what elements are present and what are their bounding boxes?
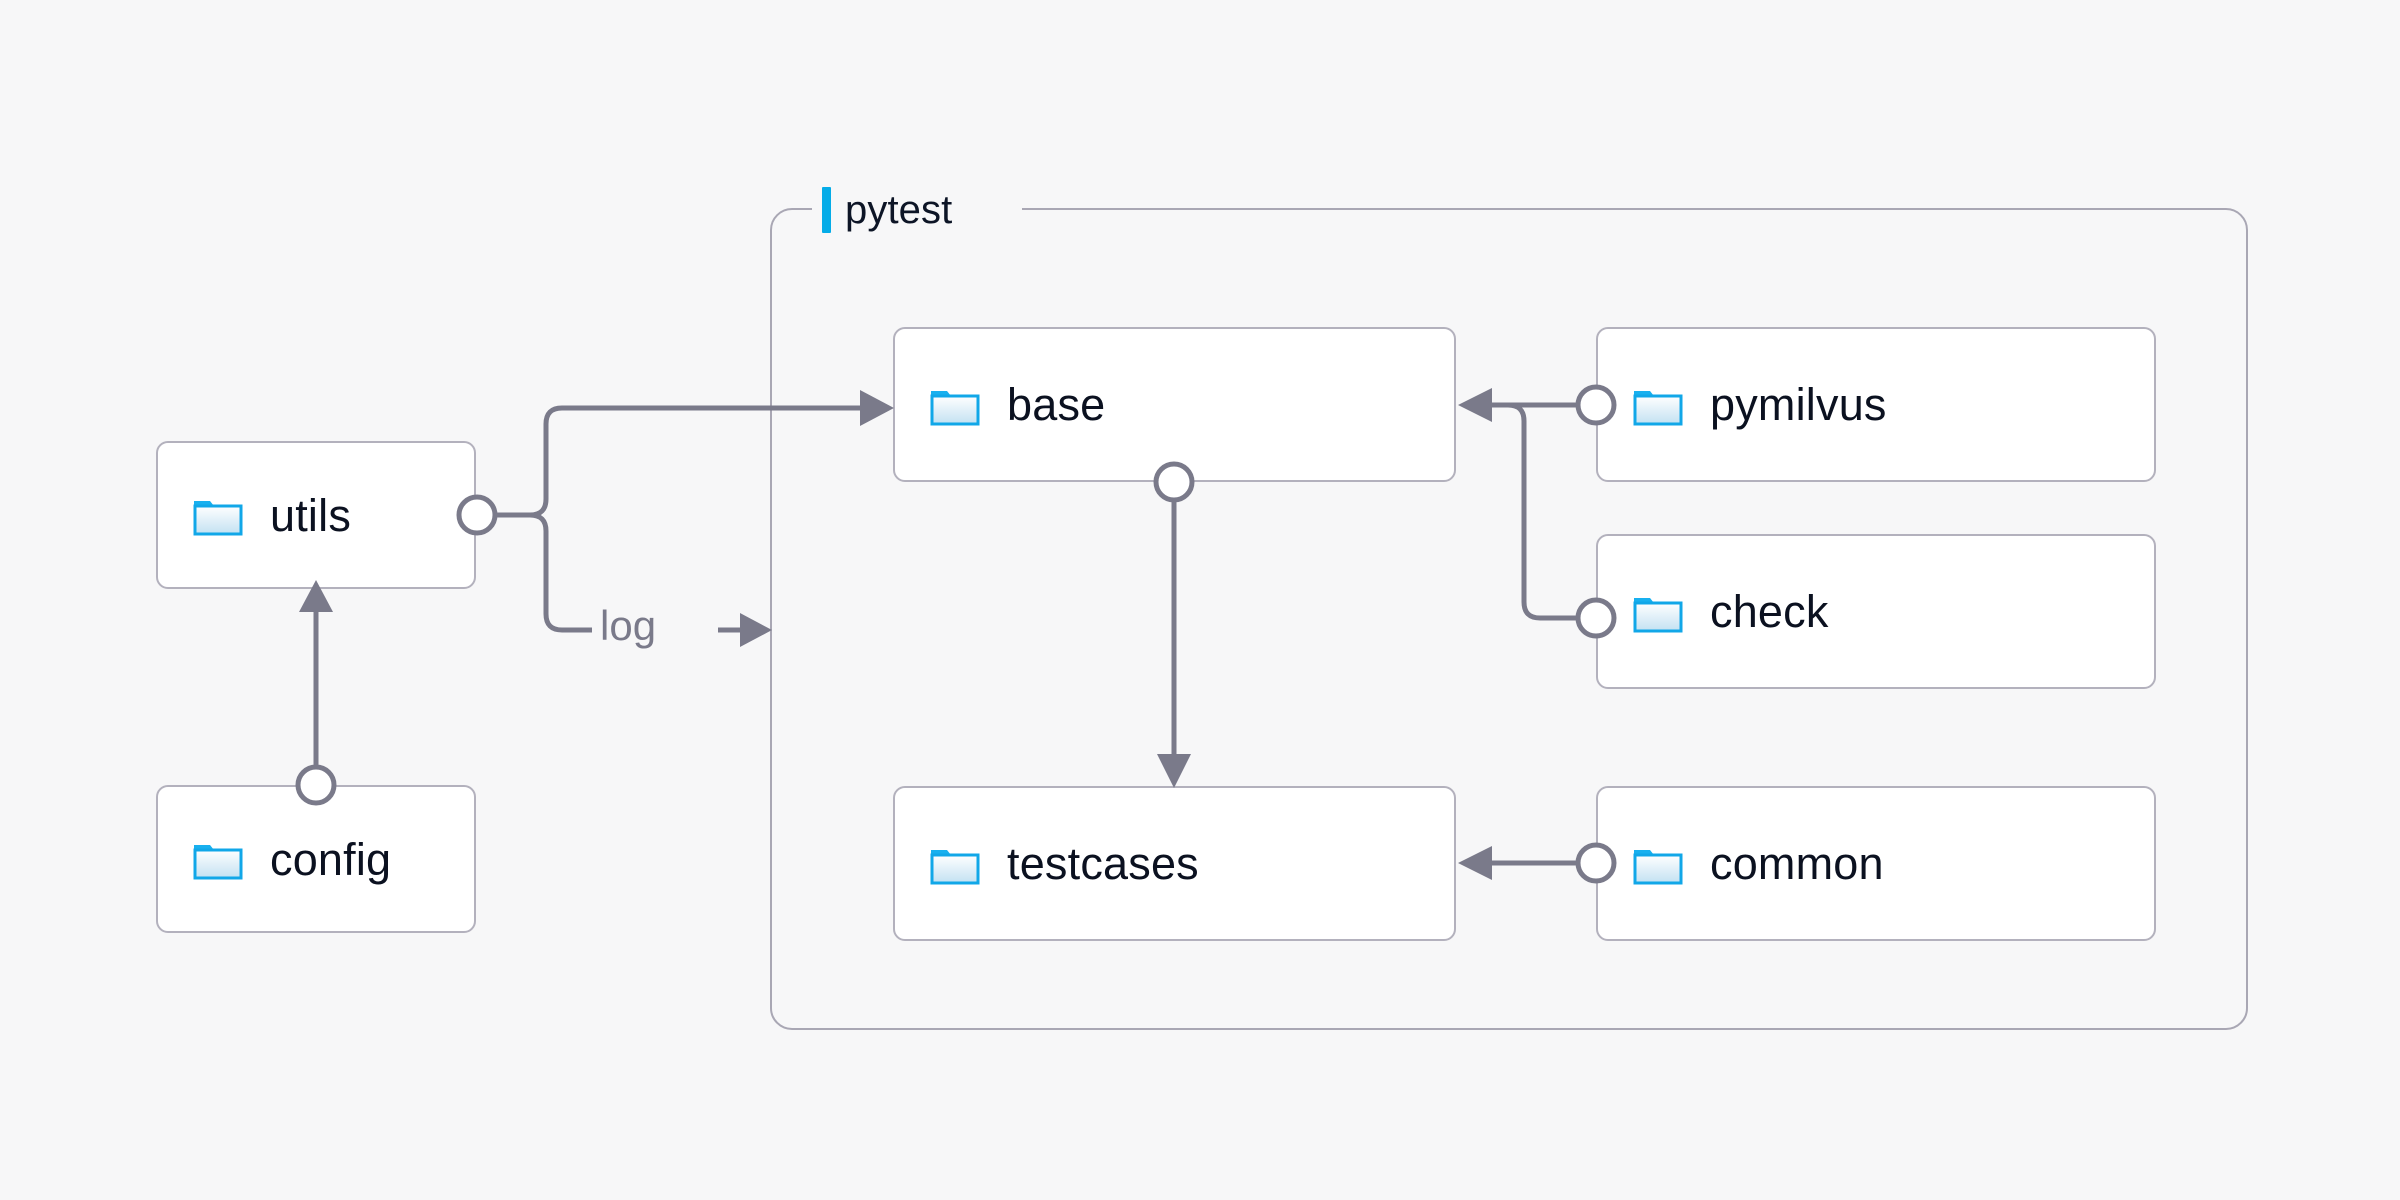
edge-config-to-utils (299, 580, 333, 768)
node-label: common (1710, 838, 1884, 889)
group-title-gap (812, 204, 1022, 212)
edge-path (494, 512, 592, 633)
folder-icon (1633, 390, 1683, 425)
group-title-label: pytest (845, 188, 953, 232)
node-label: pymilvus (1710, 379, 1887, 430)
edge-label-log: log (600, 602, 657, 649)
node-utils[interactable]: utils (156, 441, 476, 589)
group-title-pytest: pytest (822, 187, 952, 233)
arrowhead-icon (740, 613, 772, 647)
node-common[interactable]: common (1596, 786, 2156, 941)
accent-bar-icon (822, 187, 831, 233)
folder-icon (193, 501, 243, 536)
node-label: utils (270, 489, 352, 541)
folder-icon (930, 849, 980, 884)
folder-icon (1633, 849, 1683, 884)
node-check[interactable]: check (1596, 534, 2156, 689)
node-config[interactable]: config (156, 785, 476, 933)
node-testcases[interactable]: testcases (893, 786, 1456, 941)
folder-icon (930, 390, 980, 425)
node-label: testcases (1007, 838, 1199, 889)
folder-icon (193, 845, 243, 880)
folder-icon (1633, 597, 1683, 632)
node-pymilvus[interactable]: pymilvus (1596, 327, 2156, 482)
node-label: base (1007, 379, 1106, 430)
node-label: config (270, 833, 392, 885)
node-base[interactable]: base (893, 327, 1456, 482)
node-label: check (1710, 586, 1829, 637)
